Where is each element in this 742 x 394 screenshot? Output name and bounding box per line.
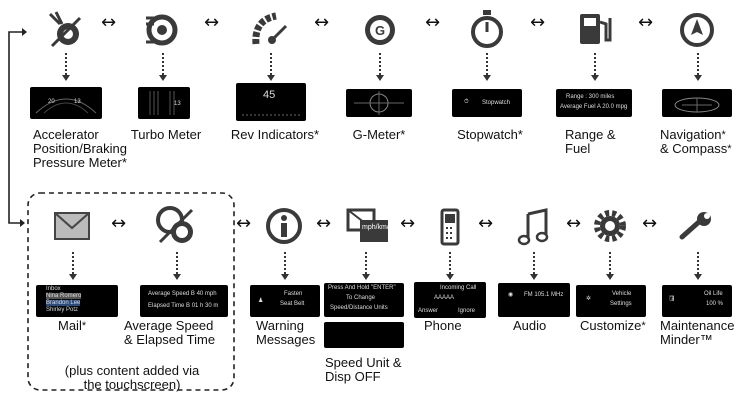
envelope-icon <box>54 212 90 240</box>
arrow-top-4: ↔ <box>425 12 441 33</box>
arrow-bottom-4: ↔ <box>400 213 416 234</box>
arrow-bottom-6: ↔ <box>566 213 582 234</box>
label-phone: Phone <box>424 318 462 333</box>
average-speed-icon <box>156 206 194 244</box>
wrench-icon <box>679 212 711 240</box>
label-customize: Customize* <box>580 318 646 333</box>
rev-indicator-icon <box>252 12 288 45</box>
bracket-arrow-bottom <box>20 219 25 227</box>
turbo-meter-icon <box>146 14 178 46</box>
arrow-bottom-7: ↔ <box>642 213 658 234</box>
turbo-screen: 13 <box>138 87 190 119</box>
label-mail: Mail* <box>58 318 87 333</box>
label-speed-unit: Speed Unit &Disp OFF <box>325 355 402 384</box>
speed-unit-icon <box>346 208 388 242</box>
label-range-fuel: Range &Fuel <box>565 127 616 156</box>
accelerator-screen: 20 13 <box>30 87 102 119</box>
label-stopwatch: Stopwatch* <box>457 127 523 142</box>
touchscreen-group-box <box>27 192 235 391</box>
arrow-bottom-3: ↔ <box>316 213 332 234</box>
arrow-bottom-5: ↔ <box>478 213 494 234</box>
accelerator-braking-icon <box>48 11 82 48</box>
label-turbo-meter: Turbo Meter <box>130 127 202 142</box>
g-meter-icon: G <box>365 15 395 45</box>
maintenance-screen: 🛢 Oil Life 100 % <box>662 285 732 317</box>
average-speed-screen: Average Speed B 40 mph Elapsed Time B 01… <box>140 285 228 317</box>
speed-unit-screen: Press And Hold "ENTER" To Change Speed/D… <box>324 283 404 317</box>
mail-screen: Inbox Nina Romero Brandon Lee Shirley Po… <box>36 285 118 317</box>
arrow-bottom-1: ↔ <box>111 213 127 234</box>
compass-icon <box>680 13 714 47</box>
label-average-speed: Average Speed& Elapsed Time <box>124 318 216 347</box>
range-screen: Range : 300 miles Average Fuel A 20.0 mp… <box>556 89 632 117</box>
arrow-top-6: ↔ <box>638 12 654 33</box>
customize-screen: ✲ Vehicle Settings <box>576 285 646 317</box>
arrow-bottom-2: ↔ <box>236 213 252 234</box>
stopwatch-screen: ⏱ Stopwatch <box>452 89 522 117</box>
arrow-top-3: ↔ <box>314 12 330 33</box>
stopwatch-icon <box>471 10 503 48</box>
svg-text:G: G <box>375 23 385 38</box>
info-icon <box>266 208 302 244</box>
audio-screen: ◉ FM 105.1 MHz <box>498 283 570 317</box>
label-audio: Audio <box>513 318 547 333</box>
label-rev-indicators: Rev Indicators* <box>230 127 320 142</box>
label-navigation: Navigation* & Compass* <box>660 127 732 156</box>
arrow-top-1: ↔ <box>101 12 117 33</box>
arrow-top-2: ↔ <box>204 12 220 33</box>
music-note-icon <box>517 208 549 246</box>
navigation-screen <box>662 89 732 117</box>
bracket-arrow-top <box>22 28 27 36</box>
g-meter-screen <box>346 89 412 117</box>
label-g-meter: G-Meter* <box>352 127 406 142</box>
phone-screen: Incoming Call AAAAA Answer Ignore <box>414 282 486 318</box>
return-bracket <box>8 31 22 224</box>
fuel-pump-icon <box>580 14 612 44</box>
display-off-screen <box>324 322 404 348</box>
phone-icon <box>440 208 460 246</box>
arrow-top-5: ↔ <box>530 12 546 33</box>
gear-icon <box>594 210 626 242</box>
warning-screen: ♟ Fasten Seat Belt <box>250 285 320 317</box>
rev-screen: 45 <box>236 83 306 121</box>
